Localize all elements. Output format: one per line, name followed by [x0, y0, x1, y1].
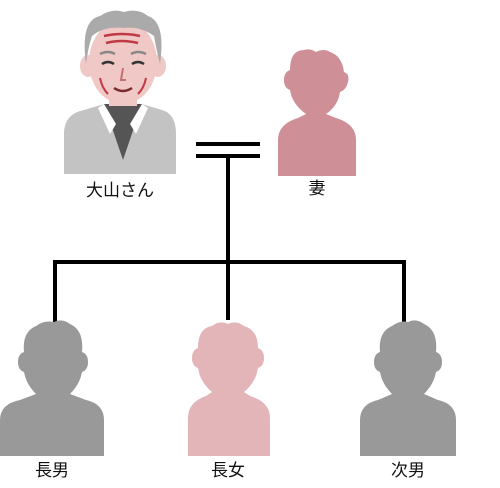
person-eldest-son: 長男: [0, 320, 104, 481]
person-second-son: 次男: [360, 320, 456, 481]
woman-silhouette-icon: [278, 49, 356, 177]
label-eldest-son: 長男: [35, 461, 69, 481]
woman-silhouette-icon: [188, 322, 270, 456]
label-spouse: 妻: [309, 179, 326, 199]
man-silhouette-icon: [360, 320, 456, 456]
person-grandfather: 大山さん: [64, 10, 176, 201]
person-spouse: 妻: [278, 49, 356, 199]
connector-lines: [53, 142, 406, 322]
label-second-son: 次男: [391, 461, 425, 481]
label-grandfather: 大山さん: [86, 181, 154, 201]
label-eldest-daughter: 長女: [211, 461, 245, 481]
man-silhouette-icon: [0, 320, 104, 456]
elderly-man-icon: [64, 10, 176, 174]
person-eldest-daughter: 長女: [188, 322, 270, 481]
